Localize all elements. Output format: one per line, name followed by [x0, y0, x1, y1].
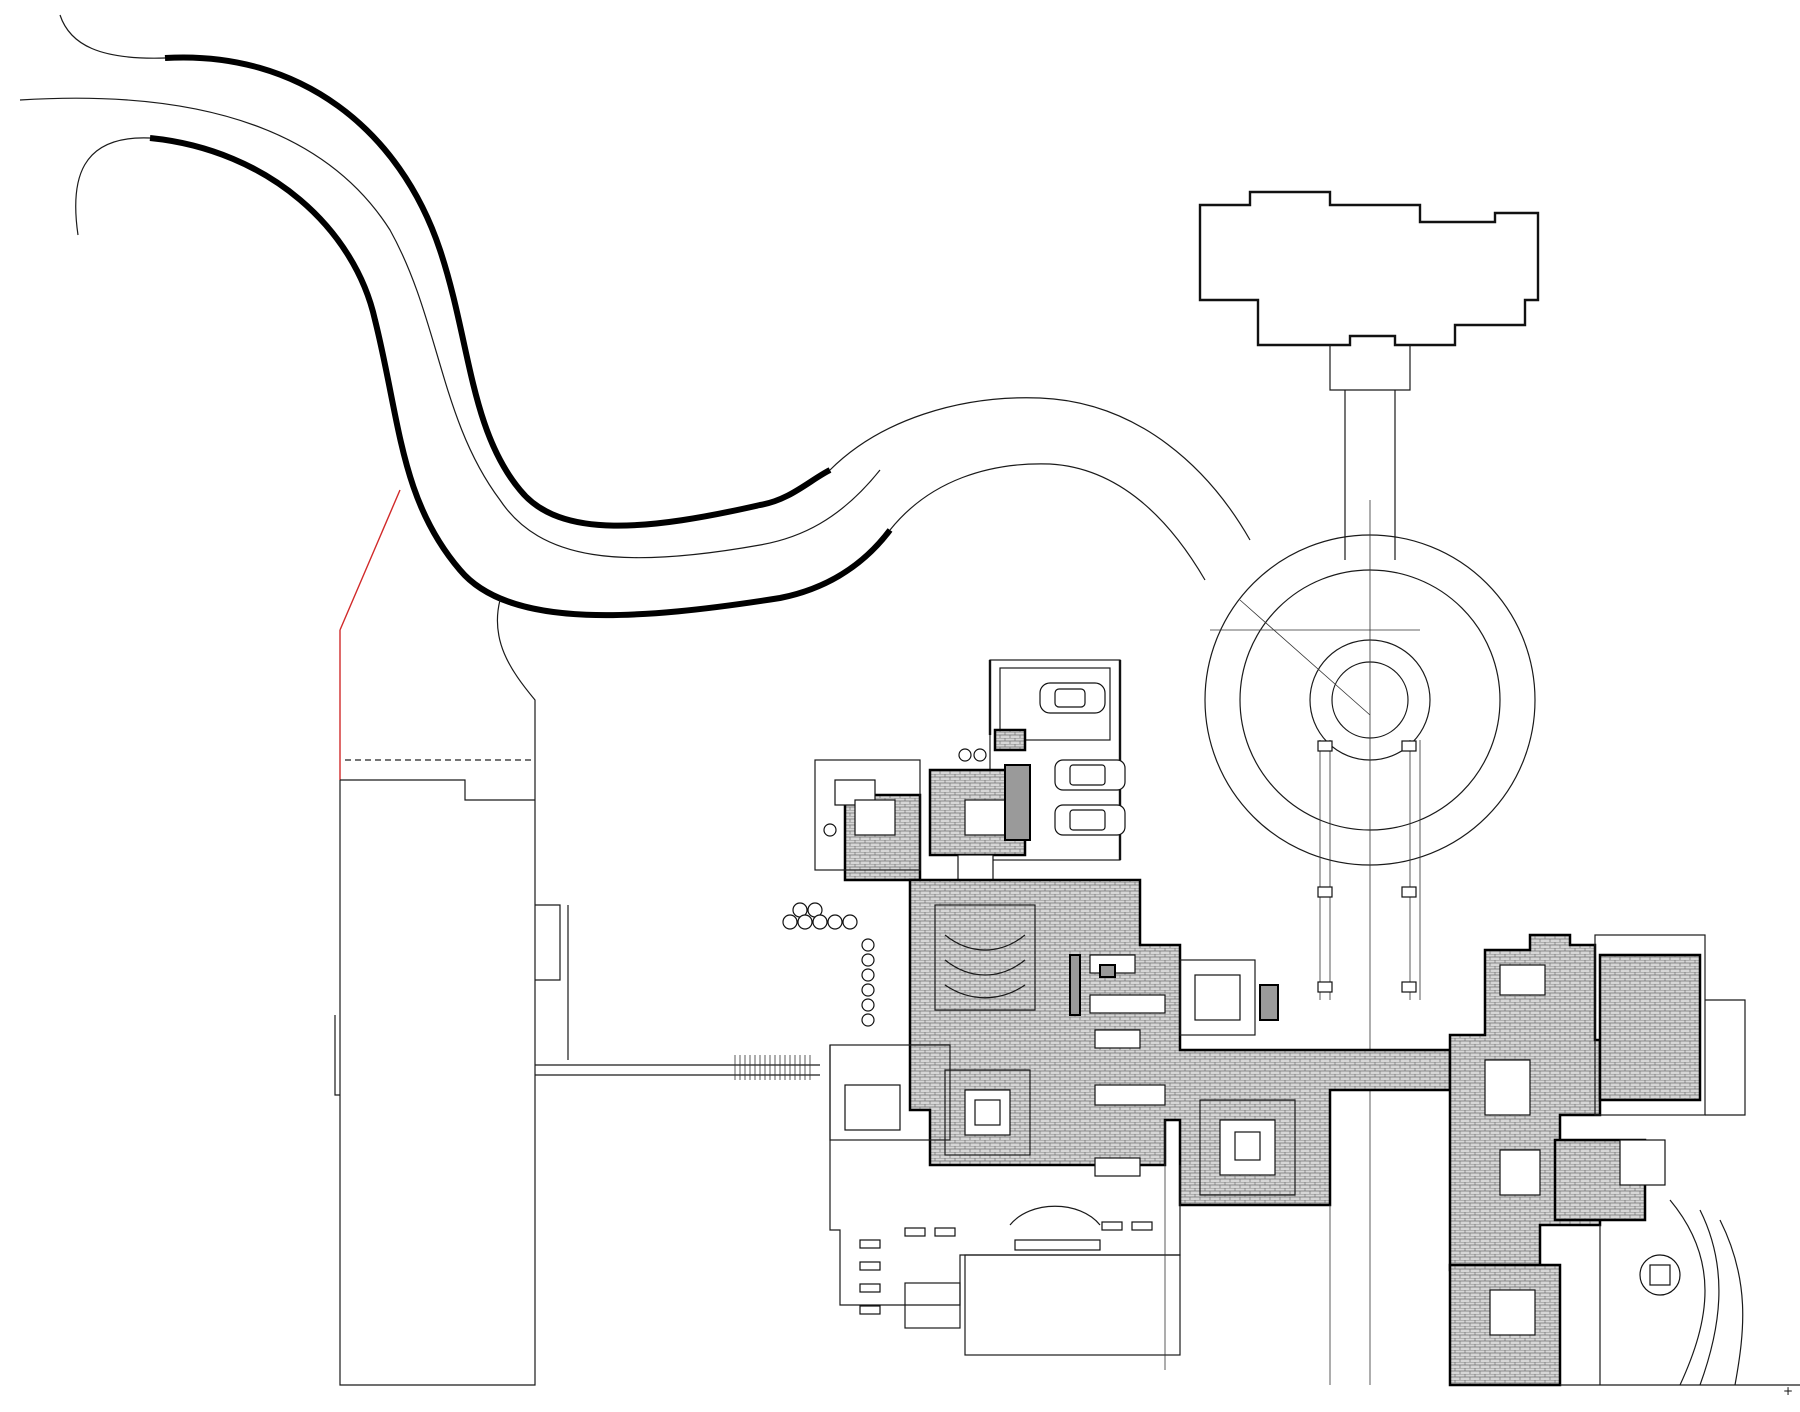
entry-driveway — [19, 14, 1251, 619]
planting — [782, 902, 875, 1027]
main-house — [814, 659, 1452, 1207]
lounger-icon — [859, 1221, 1153, 1315]
corner-mark: + — [1783, 1384, 1793, 1398]
car-icon — [1039, 682, 1126, 836]
motor-court — [1204, 500, 1536, 1385]
neighbour-lot — [334, 599, 820, 1386]
axis-line — [1164, 1120, 1331, 1385]
garden-steps — [734, 1055, 811, 1080]
property-line — [339, 489, 401, 780]
guest-house-outline — [1198, 190, 1540, 560]
right-wing — [1448, 933, 1800, 1387]
pool-terrace — [829, 1044, 1181, 1356]
